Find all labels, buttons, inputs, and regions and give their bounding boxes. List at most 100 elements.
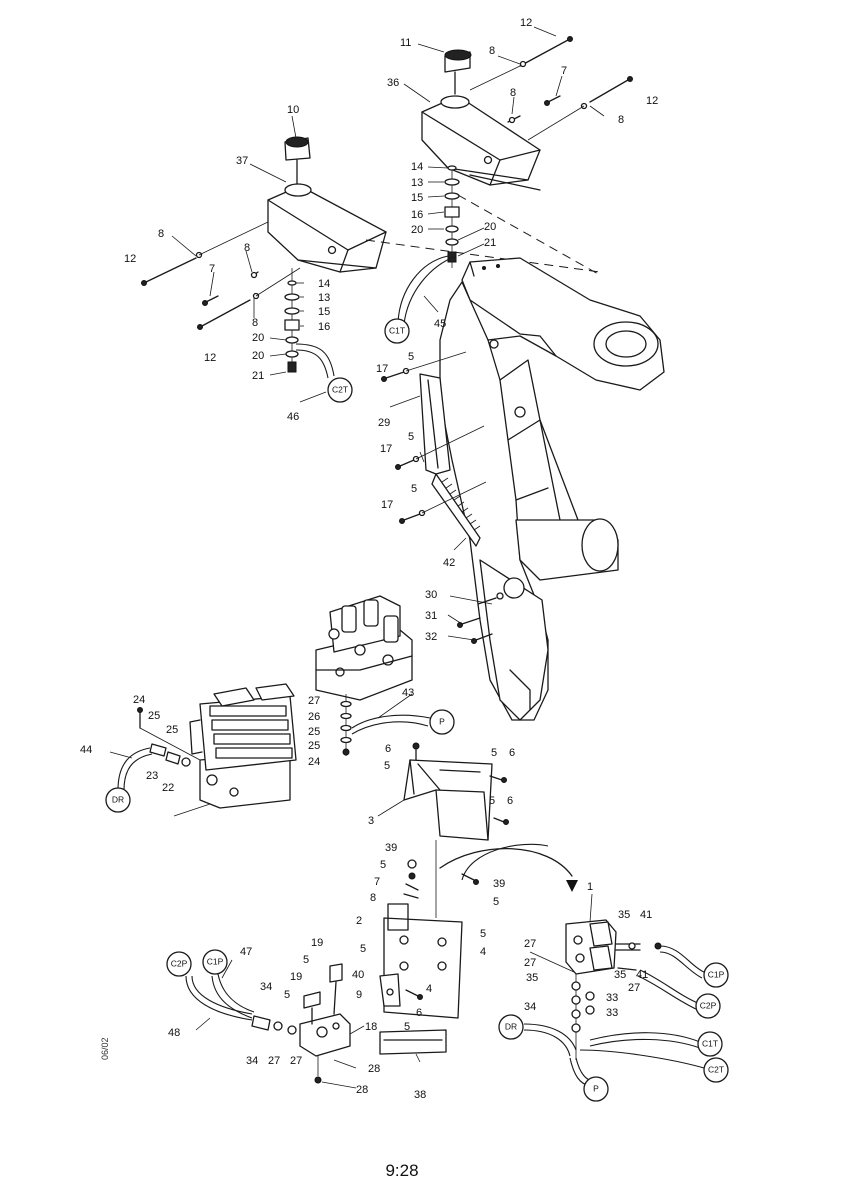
callout: 34: [524, 1001, 536, 1013]
callout: 33: [606, 992, 618, 1004]
fittings-control-valve: [117, 707, 201, 791]
callout: 5: [411, 483, 417, 495]
callout: 32: [425, 631, 437, 643]
connector-label: C2P: [171, 958, 188, 968]
connector-dr-left: DR: [105, 787, 131, 813]
callout: 40: [352, 969, 364, 981]
fitting-stack-upper: [397, 165, 460, 325]
callout: 6: [509, 747, 515, 759]
callout: 15: [411, 192, 423, 204]
flow-arrow-head: [566, 880, 578, 892]
connector-label: C1P: [207, 956, 224, 966]
hydraulic-valve-right: [565, 919, 662, 975]
callout: 27: [628, 982, 640, 994]
connector-dr-right: DR: [498, 1014, 524, 1040]
callout: 5: [284, 989, 290, 1001]
callout: 39: [385, 842, 397, 854]
bolts-bracket: [412, 742, 509, 825]
callout: 5: [408, 431, 414, 443]
callout: 17: [381, 499, 393, 511]
callout: 21: [252, 370, 264, 382]
callout: 23: [146, 770, 158, 782]
mounting-plate: [379, 840, 463, 1055]
callout: 16: [318, 321, 330, 333]
callout: 43: [402, 687, 414, 699]
callout: 5: [380, 859, 386, 871]
fittings-valve-block: [340, 694, 431, 756]
filler-cap-lower: [284, 136, 311, 185]
callout: 27: [268, 1055, 280, 1067]
callout: 8: [244, 242, 250, 254]
callout: 24: [133, 694, 145, 706]
callout: 19: [290, 971, 302, 983]
callout: 30: [425, 589, 437, 601]
callout: 5: [404, 1021, 410, 1033]
connector-c1p-left: C1P: [202, 949, 228, 975]
callout: 7: [374, 876, 380, 888]
callout-numbers: 12 11 8 7 12 36 8 8 10 37 14 13 15 16 20…: [80, 17, 658, 1101]
callout: 34: [246, 1055, 258, 1067]
control-valve-stack: [189, 683, 297, 809]
callout: 5: [491, 747, 497, 759]
callout: 29: [378, 417, 390, 429]
callout: 8: [510, 87, 516, 99]
mounting-bracket: [403, 759, 493, 841]
callout: 8: [158, 228, 164, 240]
callout: 34: [260, 981, 272, 993]
connector-c2t-top: C2T: [327, 377, 353, 403]
callout: 12: [124, 253, 136, 265]
connector-label: C1P: [708, 969, 725, 979]
callout: 19: [311, 937, 323, 949]
connector-label: C1T: [389, 325, 405, 335]
callout: 33: [606, 1007, 618, 1019]
callout: 41: [636, 969, 648, 981]
callout: 5: [384, 760, 390, 772]
callout: 27: [524, 938, 536, 950]
callout: 20: [252, 350, 264, 362]
callout: 9: [356, 989, 362, 1001]
callout: 26: [308, 711, 320, 723]
fittings-right-valve: [523, 945, 705, 1087]
bolts-plate: [403, 843, 549, 899]
callout: 5: [303, 954, 309, 966]
callout: 5: [489, 795, 495, 807]
connector-c1p-right: C1P: [703, 962, 729, 988]
callout: 25: [308, 740, 320, 752]
callout: 25: [166, 724, 178, 736]
filler-cap-upper: [444, 49, 472, 95]
callout: 5: [360, 943, 366, 955]
connector-c2t-right: C2T: [703, 1057, 729, 1083]
connector-label: C2T: [332, 384, 348, 394]
callout: 14: [318, 278, 330, 290]
callout: 15: [318, 306, 330, 318]
side-mark: 06/02: [100, 1037, 110, 1060]
page-number: 9:28: [385, 1161, 418, 1180]
callout: 45: [434, 318, 446, 330]
connector-label: P: [439, 716, 445, 726]
scale-guide: [419, 373, 481, 547]
callout: 20: [484, 221, 496, 233]
callout: 38: [414, 1089, 426, 1101]
callout: 16: [411, 209, 423, 221]
callout: 14: [411, 161, 423, 173]
connector-c1t-right: C1T: [697, 1031, 723, 1057]
connector-c2p-left: C2P: [166, 951, 192, 977]
callout: 3: [368, 815, 374, 827]
callout: 18: [365, 1021, 377, 1033]
connector-c2p-right: C2P: [695, 993, 721, 1019]
callout: 37: [236, 155, 248, 167]
callout: 35: [526, 972, 538, 984]
flow-divider-valve: [299, 963, 351, 1084]
callout: 7: [561, 65, 567, 77]
connector-label: C2P: [700, 1000, 717, 1010]
callout: 6: [507, 795, 513, 807]
solenoid-valve-block: [315, 595, 413, 701]
callout: 25: [308, 726, 320, 738]
main-frame: [439, 257, 665, 721]
callout: 8: [618, 114, 624, 126]
fitting-stack-lower: [284, 268, 335, 379]
bolts-scale: [381, 351, 487, 524]
callout: 1: [587, 881, 593, 893]
callout: 27: [524, 957, 536, 969]
callout: 35: [614, 969, 626, 981]
